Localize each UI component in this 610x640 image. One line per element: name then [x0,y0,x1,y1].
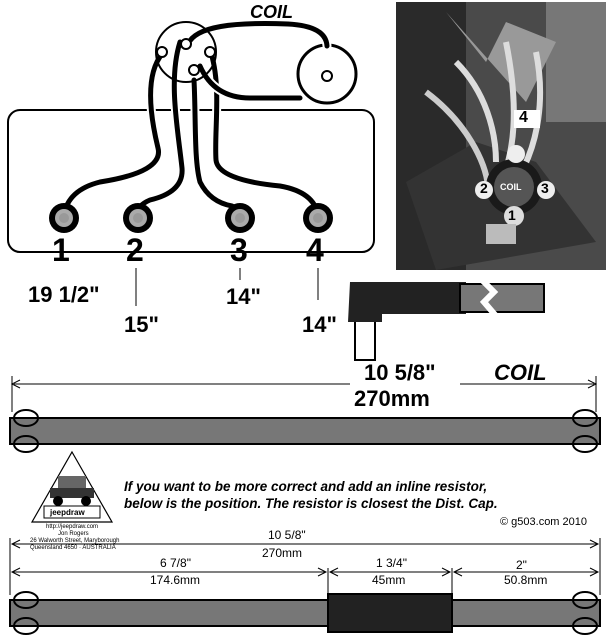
post-number-2: 2 [126,232,144,268]
post-number-1: 1 [52,232,70,268]
leader-lines [135,268,319,306]
length-post-3: 14" [226,284,261,309]
boot-illustration [348,277,545,361]
segment-2-in: 1 3/4" [376,556,407,570]
plug-wires [59,19,332,220]
post-number-3: 3 [230,232,248,268]
badge-name: jeepdraw [50,508,85,517]
coil-label-top: COIL [250,2,293,22]
post-number-4: 4 [306,232,324,268]
coil-label-wire: COIL [494,360,547,385]
coil-wire-length-mm: 270mm [354,386,430,411]
coil-terminal [321,70,333,82]
resistor-note-line-2: below is the position. The resistor is c… [124,496,498,511]
inline-resistor [327,593,453,633]
badge-address-2: Queensland 4650 · AUSTRALIA [30,545,116,551]
segment-dimension-lines [10,567,600,595]
resistor-note-line-1: If you want to be more correct and add a… [124,479,488,494]
resistor-wire [9,591,601,635]
photo-label-2: 2 [480,180,488,196]
segment-1-in: 6 7/8" [160,556,191,570]
badge-address-1: 26 Walworth Street, Maryborough [30,538,120,544]
total-length-mm: 270mm [262,546,303,560]
coil-wire [9,409,601,453]
photo-label-coil: COIL [500,182,522,192]
segment-2-mm: 45mm [372,573,406,587]
length-post-4: 14" [302,312,337,337]
segment-3-mm: 50.8mm [504,573,548,587]
badge-credit: Jon Rogers [58,531,89,537]
segment-1-mm: 174.6mm [150,573,201,587]
coil-dimension-line [10,376,598,412]
coil-wire-length-in: 10 5/8" [364,360,436,385]
photo-illustration [396,2,606,270]
length-post-2: 15" [124,312,159,337]
photo-label-4: 4 [519,109,528,126]
total-dimension-line [9,538,601,595]
length-post-1: 19 1/2" [28,282,100,307]
badge-url: http://jeepdraw.com [46,524,99,530]
cap-terminals [156,38,216,76]
engine-photo: 4 2 3 1 COIL [396,2,606,270]
segment-3-in: 2" [516,558,527,572]
copyright: © g503.com 2010 [500,516,587,528]
total-length-in: 10 5/8" [268,528,306,542]
post-terminals [49,203,333,233]
jeepdraw-badge [30,450,114,523]
photo-label-1: 1 [508,207,516,223]
photo-label-3: 3 [541,180,549,196]
